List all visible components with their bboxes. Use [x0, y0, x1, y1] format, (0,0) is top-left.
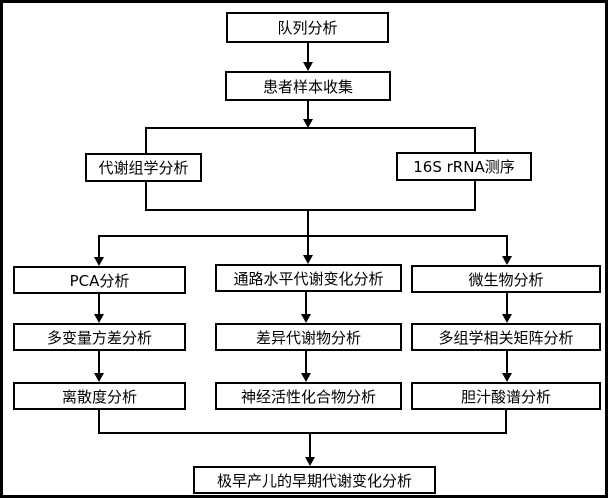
connector-sample-to-split [307, 100, 309, 119]
connector-merge-to-branch [307, 209, 309, 255]
split-rect-top [145, 127, 476, 129]
arrowhead-pathway-to-diff [301, 314, 311, 323]
arrowhead-diff-to-neuro [301, 373, 311, 382]
arrowhead-sample-to-split [303, 119, 313, 128]
connector-cohort-to-sample [307, 43, 309, 63]
branch-horizontal [98, 235, 508, 237]
connector-manova-to-dispersion [98, 351, 100, 373]
merge-left-vertical [98, 410, 100, 434]
flow-node-multiomics-matrix: 多组学相关矩阵分析 [411, 323, 601, 351]
arrowhead-cohort-to-sample [303, 62, 313, 71]
flow-node-bile-acid-profile: 胆汁酸谱分析 [411, 382, 601, 410]
arrowhead-pca-to-manova [94, 314, 104, 323]
arrowhead-microbial-to-matrix [502, 314, 512, 323]
arrowhead-to-pathway [303, 255, 313, 264]
flow-node-manova: 多变量方差分析 [13, 323, 186, 351]
arrowhead-to-final [305, 457, 315, 466]
flow-node-dispersion: 离散度分析 [13, 382, 186, 410]
flow-node-pca: PCA分析 [13, 266, 186, 294]
flow-node-rrna-sequencing: 16S rRNA测序 [396, 152, 532, 181]
flow-node-sample-collection: 患者样本收集 [225, 71, 391, 101]
flow-node-metabolomics: 代谢组学分析 [85, 153, 202, 182]
flow-node-cohort: 队列分析 [226, 12, 389, 43]
arrowhead-to-pca [94, 257, 104, 266]
branch-left-vertical [98, 235, 100, 257]
merge-right-vertical [505, 410, 507, 434]
flow-node-pathway-level: 通路水平代谢变化分析 [215, 264, 402, 292]
arrowhead-matrix-to-bileacid [502, 373, 512, 382]
flow-node-final-analysis: 极早产儿的早期代谢变化分析 [193, 466, 436, 494]
connector-pca-to-manova [98, 294, 100, 314]
flow-node-neuroactive-compounds: 神经活性化合物分析 [215, 382, 402, 410]
connector-merge-to-final [309, 432, 311, 457]
arrowhead-to-microbial [502, 256, 512, 265]
branch-right-vertical [506, 235, 508, 256]
merge-horizontal [98, 432, 507, 434]
connector-diff-to-neuro [305, 350, 307, 373]
connector-pathway-to-diff [305, 291, 307, 314]
flow-node-differential-metabolites: 差异代谢物分析 [215, 323, 402, 351]
split-rect-bottom [145, 209, 476, 211]
connector-matrix-to-bileacid [506, 351, 508, 373]
connector-microbial-to-matrix [506, 293, 508, 314]
flow-node-microbial: 微生物分析 [411, 265, 601, 293]
arrowhead-manova-to-dispersion [94, 373, 104, 382]
